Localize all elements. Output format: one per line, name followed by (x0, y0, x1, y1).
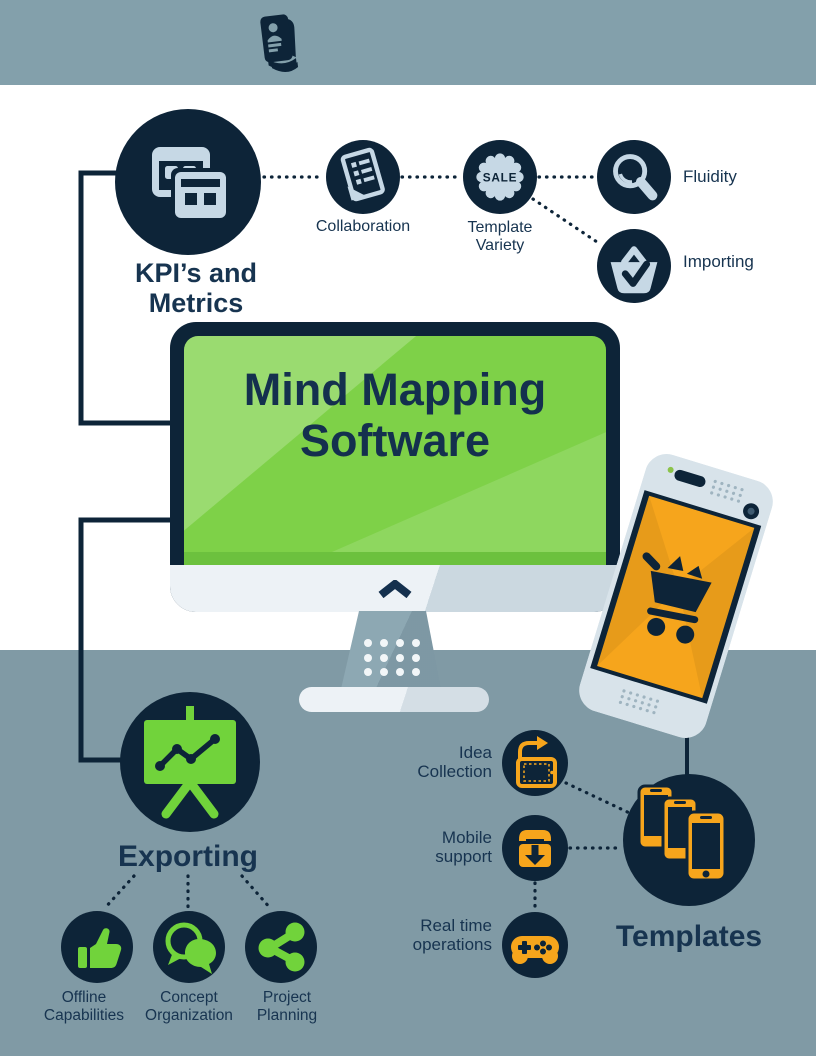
basket-check-icon (610, 246, 658, 294)
chat-bubbles-icon (165, 922, 216, 974)
project-planning-label: Project Planning (256, 989, 318, 1024)
node-exporting (120, 692, 260, 832)
node-mobile-support (502, 815, 568, 881)
shopping-cart-icon (642, 552, 712, 644)
exporting-label: Exporting (118, 840, 258, 873)
node-concept-organization (153, 911, 225, 983)
share-icon (258, 922, 305, 972)
templates-label: Templates (615, 920, 763, 953)
smartphone (574, 449, 779, 744)
concept-organization-label: Concept Organization (145, 989, 233, 1024)
presentation-chart-icon (144, 706, 236, 819)
node-importing (597, 229, 671, 303)
node-real-time-operations (502, 912, 568, 978)
offline-capabilities-label: Offline Capabilities (43, 989, 125, 1024)
tablet-rotate-icon (516, 736, 557, 788)
document-list-icon (340, 147, 385, 202)
thumbs-up-icon (78, 928, 122, 968)
importing-label: Importing (683, 252, 754, 271)
real-time-operations-label: Real time operations (412, 916, 492, 954)
node-fluidity (597, 140, 671, 214)
collaboration-label: Collaboration (315, 218, 411, 235)
connector-template-importing (531, 197, 599, 244)
monitor-chin (170, 565, 620, 612)
monitor-screen: Mind Mapping Software (184, 336, 606, 565)
connector-exporting-project (240, 874, 273, 911)
magnifier-icon (613, 154, 658, 201)
node-idea-collection (502, 730, 568, 796)
header-band (0, 0, 816, 85)
fluidity-label: Fluidity (683, 167, 737, 186)
sale-seal-icon: SALE (476, 153, 524, 201)
svg-text:SALE: SALE (483, 170, 518, 184)
monitor-stand (341, 611, 441, 689)
windows-icon (152, 147, 226, 218)
template-variety-label: Template Variety (467, 219, 533, 254)
monitor: Mind Mapping Software (170, 322, 620, 612)
chevron-up-icon (378, 579, 412, 598)
node-kpis-metrics (115, 109, 261, 255)
kpis-label: KPI’s and Metrics (134, 258, 258, 318)
node-templates (623, 774, 755, 906)
magazine-icon (252, 12, 308, 74)
connector-monitor-exporting (78, 517, 172, 763)
gamepad-icon (511, 936, 559, 964)
phones-icon (637, 784, 727, 882)
idea-collection-label: Idea Collection (417, 743, 492, 781)
mobile-support-label: Mobile support (435, 828, 492, 866)
node-project-planning (245, 911, 317, 983)
connector-exporting-offline (102, 874, 136, 911)
connector-idea-templates (564, 781, 640, 819)
monitor-base (299, 687, 489, 712)
node-offline-capabilities (61, 911, 133, 983)
box-download-icon (519, 830, 551, 867)
page-title: Mind Mapping Software (243, 364, 547, 466)
node-collaboration (326, 140, 400, 214)
node-template-variety: SALE (463, 140, 537, 214)
connector-kpis-monitor (78, 170, 172, 426)
